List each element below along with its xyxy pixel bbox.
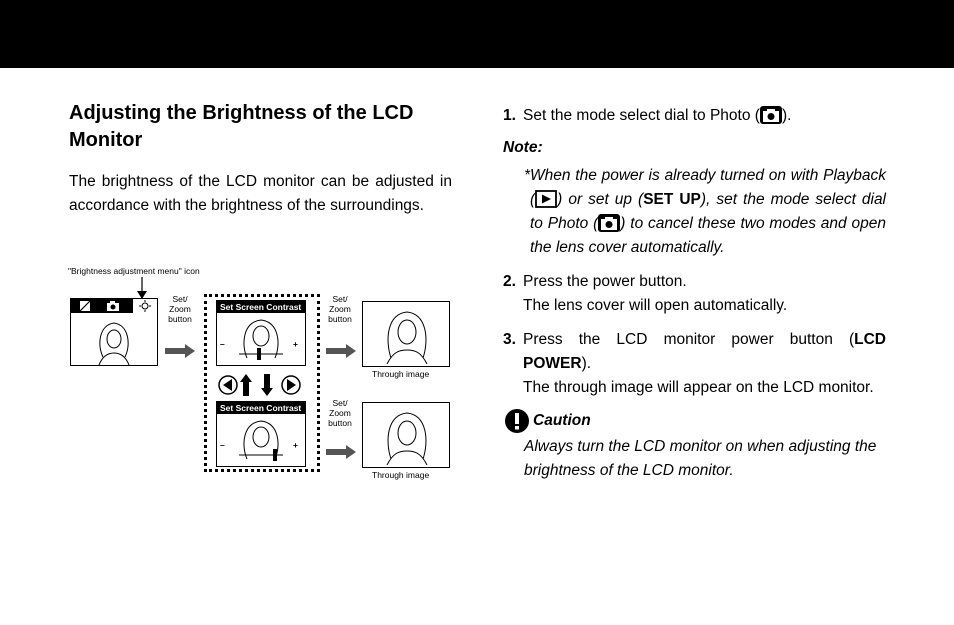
page-title: Adjusting the Brightness of the LCD Moni… [69, 102, 414, 151]
step-number: 1. [503, 107, 516, 124]
arrow-right-icon [165, 344, 195, 358]
step-2: 2. Press the power button. The lens cove… [503, 270, 886, 318]
menu-icon-bar [71, 299, 157, 313]
contrast-screen-2: Set Screen Contrast – + [216, 401, 306, 467]
portrait-image [98, 322, 130, 365]
playback-icon [535, 190, 558, 208]
through-image-screen-2 [362, 402, 450, 468]
note-text: *When the power is already turned on wit… [524, 167, 887, 256]
arrow-right-icon [326, 445, 356, 459]
caution-icon [505, 409, 529, 433]
lcd-menu-screen [70, 298, 158, 366]
contrast-adjust-frame [204, 294, 320, 472]
portrait-image [239, 420, 283, 461]
portrait-image [239, 319, 283, 360]
contrast-title-2: Set Screen Contrast [217, 402, 305, 414]
through-image-screen-1 [362, 301, 450, 367]
contrast-screen-1: Set Screen Contrast – + [216, 300, 306, 366]
pointer-arrow-icon [137, 277, 147, 299]
contrast-title-1: Set Screen Contrast [217, 301, 305, 313]
step-number: 3. [503, 331, 516, 348]
arrow-right-icon [326, 344, 356, 358]
intro-paragraph: The brightness of the LCD monitor can be… [69, 173, 452, 214]
through-image-label-2: Through image [372, 470, 430, 480]
portrait-image [386, 412, 428, 465]
header-bar [0, 0, 954, 68]
note-label: Note: [503, 139, 543, 156]
left-column: Adjusting the Brightness of the LCD Moni… [69, 100, 452, 218]
right-column: 1. Set the mode select dial to Photo ().… [503, 104, 886, 483]
caution-text: Always turn the LCD monitor on when adju… [524, 438, 877, 479]
camera-icon [759, 106, 782, 124]
through-image-label-1: Through image [372, 369, 430, 379]
menu-icons [79, 299, 157, 313]
step-1: 1. Set the mode select dial to Photo (). [503, 104, 886, 128]
camera-icon [598, 214, 621, 232]
step-number: 2. [503, 273, 516, 290]
navigation-icons [218, 374, 301, 396]
menu-icon-caption: "Brightness adjustment menu" icon [68, 266, 200, 276]
portrait-image [386, 311, 428, 364]
brightness-diagram: "Brightness adjustment menu" icon [68, 264, 458, 484]
step-3: 3. Press the LCD monitor power button (L… [503, 328, 886, 400]
caution-heading: Caution [503, 408, 886, 434]
